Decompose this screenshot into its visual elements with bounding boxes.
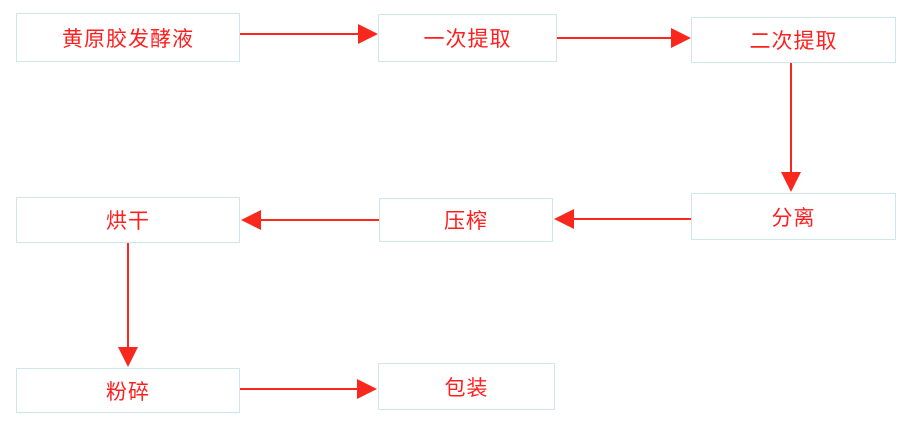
flow-node-drying: 烘干 (16, 197, 240, 243)
flow-node-pressing: 压榨 (379, 198, 553, 242)
flow-node-separation: 分离 (691, 193, 896, 240)
flow-node-crushing: 粉碎 (16, 368, 240, 413)
flow-node-label: 分离 (771, 205, 816, 230)
flow-node-label: 包装 (444, 375, 489, 400)
flow-node-label: 一次提取 (423, 27, 512, 51)
flow-node-label: 烘干 (106, 209, 150, 233)
flow-node-label: 二次提取 (749, 29, 838, 53)
flow-node-packaging: 包装 (378, 363, 555, 410)
flow-node-label: 压榨 (444, 209, 488, 233)
flow-node-first-extraction: 一次提取 (378, 14, 557, 62)
flow-node-label: 粉碎 (106, 379, 150, 404)
flow-node-fermentation-broth: 黄原胶发酵液 (16, 13, 240, 62)
flow-node-label: 黄原胶发酵液 (62, 26, 194, 51)
flow-node-second-extraction: 二次提取 (691, 17, 896, 63)
